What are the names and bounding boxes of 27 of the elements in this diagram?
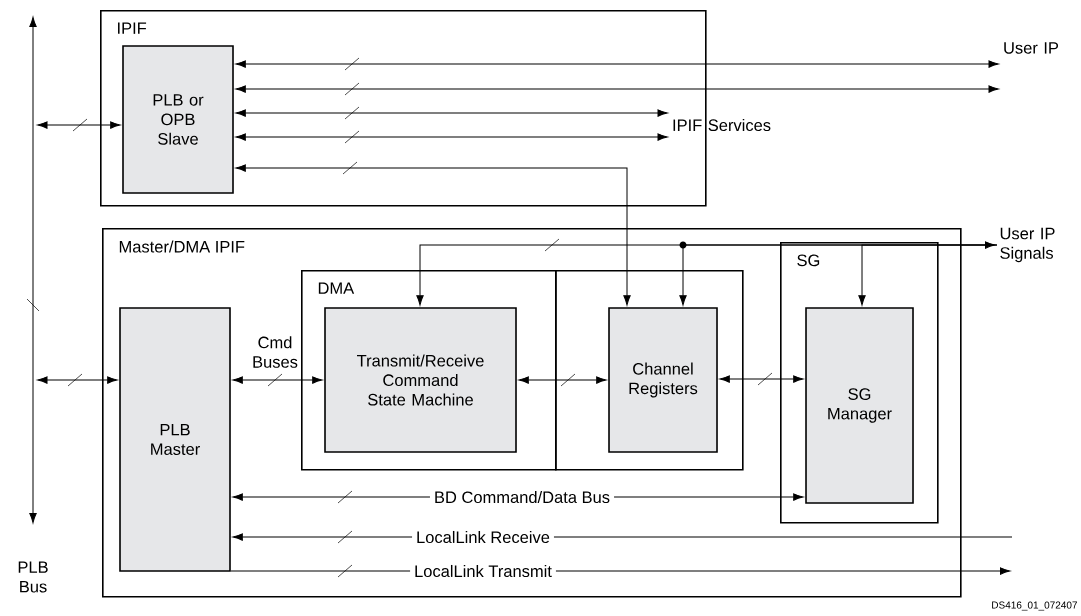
bus-label: PLB Bus <box>18 561 48 593</box>
connector-arrow <box>235 133 668 141</box>
connector-arrow <box>858 244 998 306</box>
edge-label: LocalLink Transmit <box>415 564 552 578</box>
edge-label: LocalLink Receive <box>417 530 550 544</box>
signal-label: User IP <box>1004 42 1059 54</box>
block-box: PLB Master <box>119 307 231 572</box>
block-box: Channel Registers <box>608 307 718 453</box>
edge-label: Cmd Buses <box>253 336 298 368</box>
block-box: Transmit/Receive Command State Machine <box>324 307 517 453</box>
figure-id: DS416_01_072407 <box>992 601 1077 611</box>
signal-label: User IP Signals <box>1000 227 1055 263</box>
block-box: PLB or OPB Slave <box>122 45 234 194</box>
bus-line <box>29 16 37 524</box>
connector-arrow <box>719 375 804 383</box>
connector-arrow <box>235 109 668 117</box>
signal-label: IPIF Services <box>673 118 771 132</box>
connector-arrow <box>235 85 999 93</box>
frame-box <box>555 270 744 471</box>
block-box: SG Manager <box>805 307 914 504</box>
connector-arrow <box>235 164 631 306</box>
connector-arrow <box>37 121 121 129</box>
connector-arrow <box>518 376 607 384</box>
connector-arrow <box>235 60 999 68</box>
edge-label: BD Command/Data Bus <box>435 490 610 504</box>
connector-arrow <box>232 376 323 384</box>
connector-arrow <box>37 376 118 384</box>
